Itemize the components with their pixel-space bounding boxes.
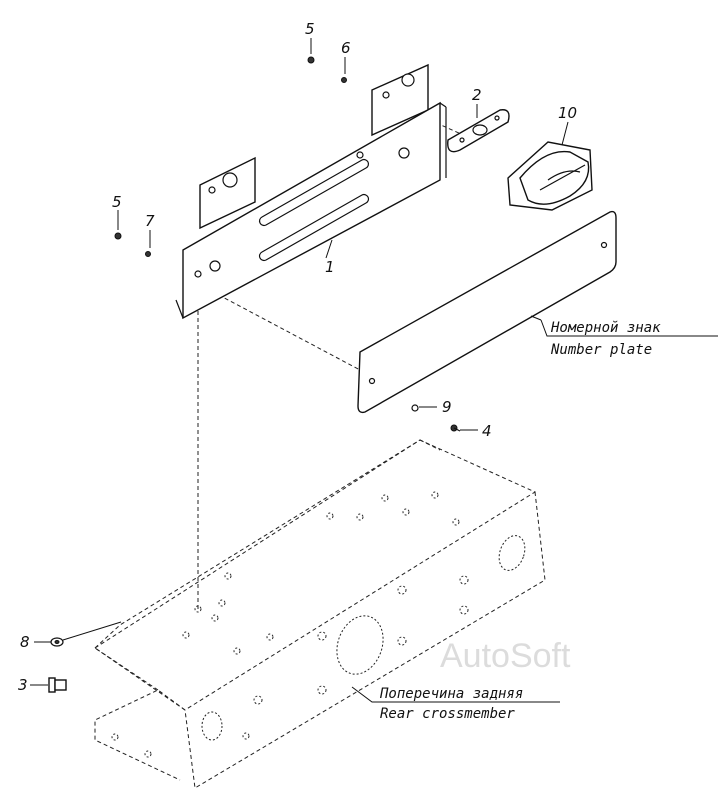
callout-2: 2 [472,86,482,104]
washer-8 [50,637,64,647]
bolt-3 [48,677,67,693]
number-plate-label-en: Number plate [550,342,652,358]
callout-3: 3 [18,676,28,694]
crossmember-label-ru: Поперечина задняя [379,686,523,702]
number-plate-bracket [175,63,447,320]
number-plate [357,210,617,414]
callout-9: 9 [442,398,452,416]
rear-crossmember [94,439,546,789]
plate-lamp-part-10 [507,141,593,211]
washer-9 [411,404,419,412]
number-plate-label-ru: Номерной знак [550,320,661,336]
nut-5-left [114,232,122,240]
screw-4 [450,424,461,432]
callout-6: 6 [341,39,351,57]
gasket-part-2 [447,109,510,153]
callout-1: 1 [325,258,335,276]
callout-8: 8 [20,633,30,651]
watermark: AutoSoft [440,637,571,675]
callout-7: 7 [145,212,155,230]
callout-10: 10 [558,104,577,122]
callout-4: 4 [482,422,492,440]
leader-lines [30,38,718,703]
callout-5-top: 5 [305,20,315,38]
washer-7 [145,251,151,257]
nut-5-top [307,56,315,64]
crossmember-label-en: Rear crossmember [380,706,515,722]
washer-6 [341,77,347,83]
plate-alignment-line [199,284,361,371]
callout-5-left: 5 [112,193,122,211]
